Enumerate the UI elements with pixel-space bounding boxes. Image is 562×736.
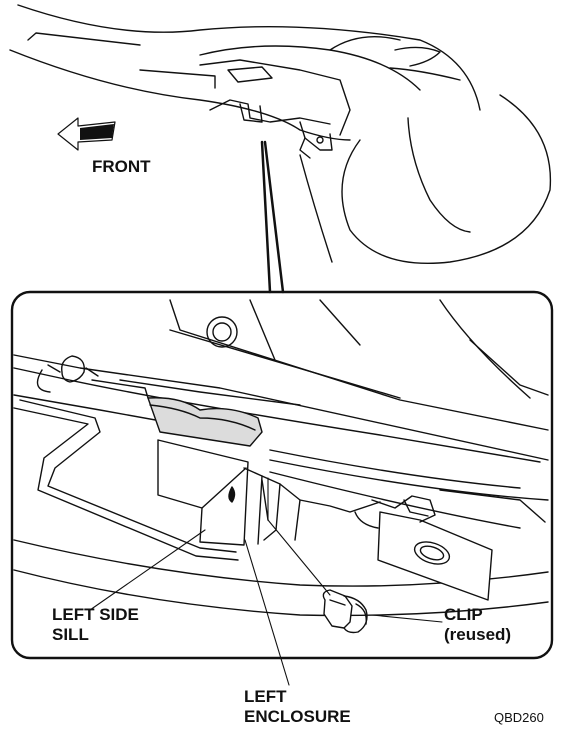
front-label: FRONT: [92, 157, 151, 176]
clip-label-line2: (reused): [444, 625, 512, 644]
detail-rails: [13, 354, 549, 529]
enclosure-bracket: [354, 495, 493, 601]
left-enclosure: [157, 439, 381, 546]
left-enclosure-label-line2: ENCLOSURE: [244, 707, 351, 726]
leader-lines: [89, 477, 443, 686]
left-enclosure-label-line1: LEFT: [244, 687, 287, 706]
clip-part: [322, 589, 368, 634]
overview-vehicle-body: [9, 4, 481, 141]
front-arrow-icon: [57, 117, 116, 151]
left-side-sill-label-line1: LEFT SIDE: [52, 605, 139, 624]
clip-label-line1: CLIP: [444, 605, 483, 624]
figure-code: QBD260: [494, 710, 544, 725]
overview-enclosure: [209, 99, 333, 159]
detail-upper-panel: [169, 299, 549, 431]
left-side-sill-label-line2: SILL: [52, 625, 89, 644]
detail-frame: [10, 290, 554, 660]
overview-rear-tire: [299, 94, 552, 265]
sill-shading: [91, 379, 263, 447]
detail-callout-lines: [260, 140, 285, 294]
upper-clip: [36, 355, 99, 393]
